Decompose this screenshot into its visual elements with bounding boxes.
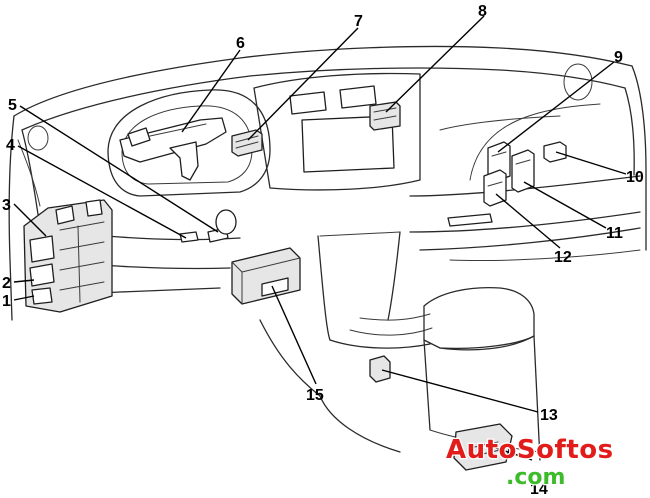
steering-column-module [119, 117, 227, 181]
callout-15: 15 [306, 387, 324, 404]
center-console [253, 72, 433, 453]
callout-11: 11 [606, 225, 623, 242]
dashboard-outline [8, 45, 647, 321]
callout-7: 7 [354, 13, 363, 30]
callout-13: 13 [540, 407, 558, 424]
junction-block [23, 199, 113, 313]
callout-14: 14 [530, 481, 548, 498]
part-14-connector [453, 423, 513, 471]
part-7-connector [231, 129, 263, 157]
callout-6: 6 [236, 35, 245, 52]
callout-10: 10 [626, 169, 644, 186]
callout-8: 8 [478, 3, 487, 20]
callout-3: 3 [2, 197, 11, 214]
part-8-connector [369, 101, 401, 131]
callout-numbers: 1 2 3 4 5 6 7 8 9 10 11 12 13 14 15 [2, 3, 644, 498]
callout-4: 4 [6, 137, 15, 154]
leader-lines [13, 15, 627, 461]
part-10-relay [543, 141, 567, 163]
part-4-5-connectors [179, 209, 237, 243]
callout-2: 2 [2, 275, 11, 292]
watermark-main: AutoSoftos [446, 435, 614, 465]
relay-cluster [483, 141, 535, 207]
callout-9: 9 [614, 49, 623, 66]
watermark-logo: AutoSoftos .com [445, 434, 615, 492]
callout-5: 5 [8, 97, 17, 114]
watermark-sub: .com [506, 465, 565, 490]
part-15-ecu [231, 247, 301, 305]
callout-12: 12 [554, 249, 572, 266]
part-13-switch [369, 355, 391, 383]
callout-1: 1 [2, 293, 11, 310]
